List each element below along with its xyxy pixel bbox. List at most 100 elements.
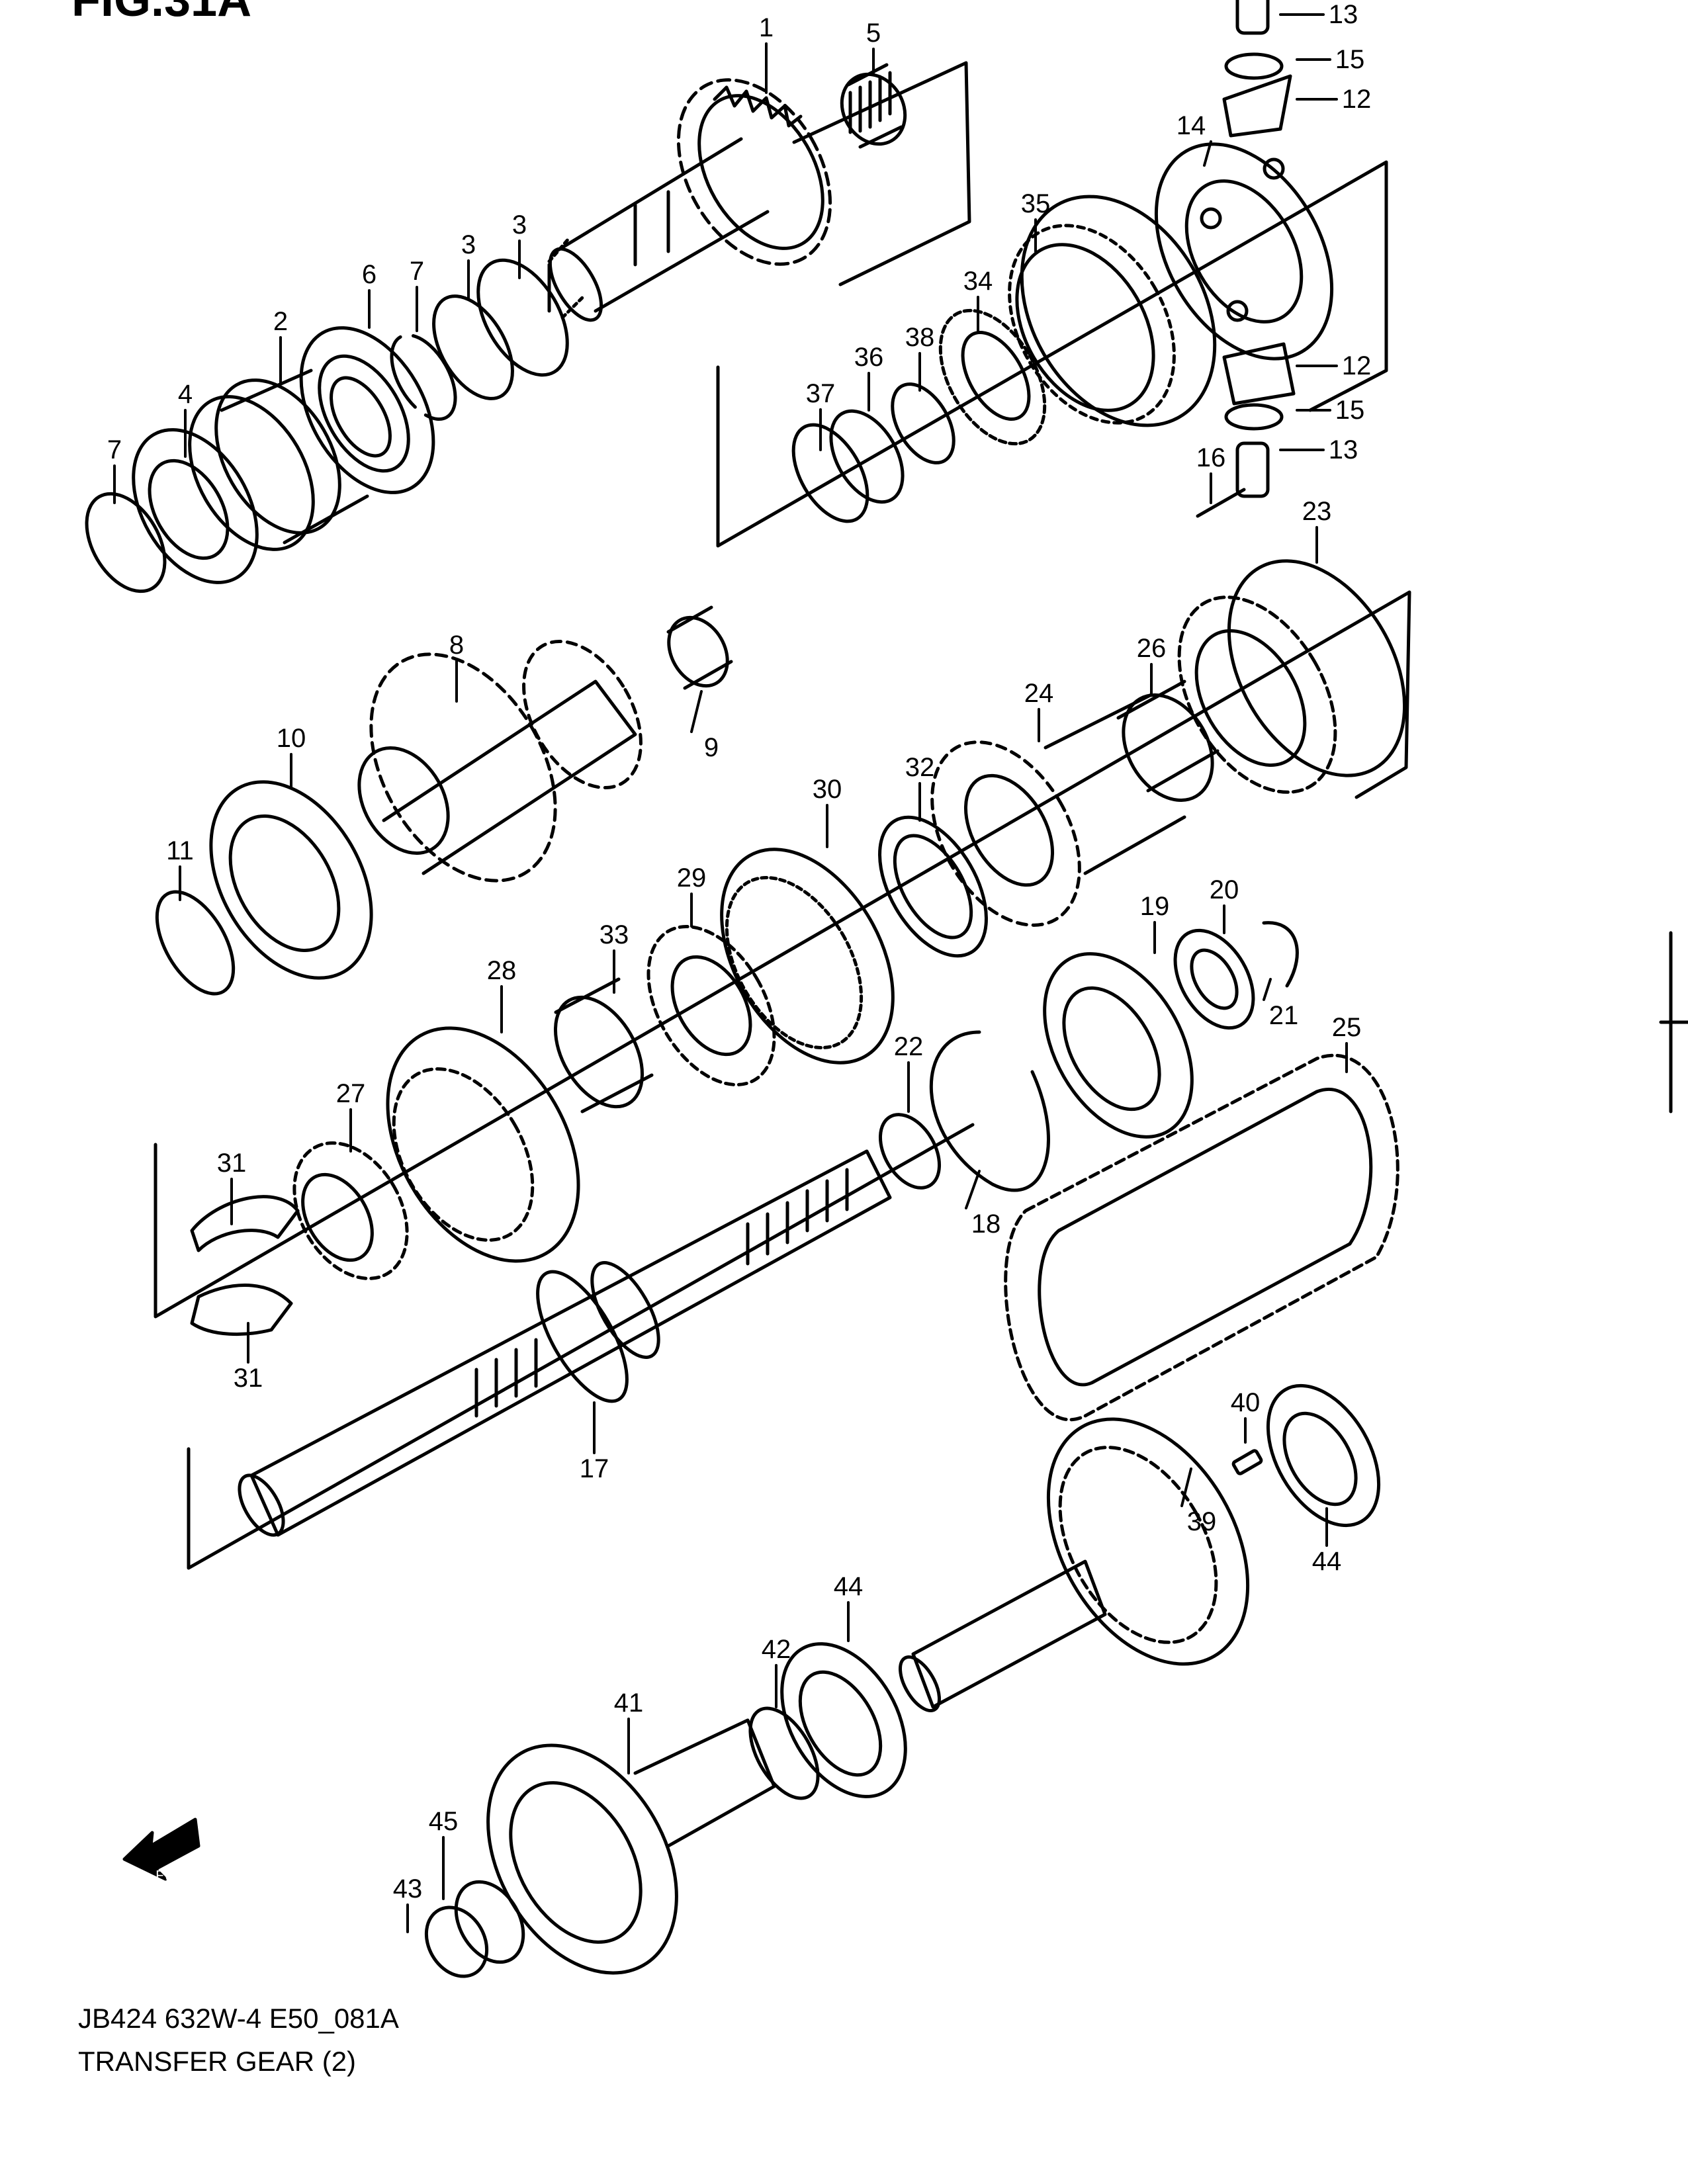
callout-35: 35	[1020, 189, 1051, 218]
part-30-sleeve	[720, 848, 895, 1065]
part-15b-washer	[1224, 403, 1284, 431]
margin-tick	[1659, 931, 1688, 1114]
callout-7: 7	[107, 435, 122, 464]
callout-38: 38	[905, 323, 935, 352]
part-16-pin	[1196, 488, 1246, 518]
callout-45: 45	[428, 1807, 459, 1836]
callout-7: 7	[409, 257, 425, 286]
figure-title: FIG.31A	[71, 0, 252, 26]
part-28-gear	[386, 1026, 580, 1263]
leader-line-14	[1203, 140, 1212, 167]
callout-18: 18	[971, 1209, 1001, 1239]
callout-41: 41	[613, 1688, 644, 1718]
part-3a-snap-ring	[476, 258, 569, 377]
callout-40: 40	[1230, 1388, 1261, 1417]
part-20-bearing	[1173, 928, 1255, 1030]
callout-26: 26	[1136, 634, 1167, 663]
callout-2: 2	[273, 307, 289, 336]
callout-39: 39	[1186, 1507, 1217, 1536]
callout-36: 36	[854, 343, 884, 372]
part-19-bearing	[1043, 952, 1194, 1139]
part-27-synchronizer	[292, 1141, 409, 1280]
callout-12: 12	[1341, 351, 1372, 380]
frame-differential-group	[716, 160, 1388, 548]
part-43-nut	[424, 1905, 489, 1978]
part-22-snap-ring	[878, 1113, 942, 1190]
callout-19: 19	[1139, 892, 1170, 921]
callout-13: 13	[1328, 435, 1358, 464]
frame-output-shaft-group	[187, 1123, 975, 1570]
callout-24: 24	[1024, 679, 1054, 708]
part-4-bearing	[132, 428, 259, 584]
part-7a-snap-ring	[390, 333, 457, 421]
part-36-ring	[829, 409, 905, 504]
callout-17: 17	[579, 1454, 609, 1483]
part-35-ring-gear	[1008, 195, 1217, 427]
part-39-driven-sprocket-shaft	[899, 1417, 1250, 1712]
callout-6: 6	[361, 260, 377, 289]
callout-44: 44	[1311, 1547, 1342, 1576]
part-1-input-shaft	[547, 78, 832, 322]
part-44a-bearing	[1266, 1383, 1381, 1528]
callout-8: 8	[449, 631, 465, 660]
part-31b-bearing-half	[190, 1284, 293, 1336]
part-17-output-shaft	[238, 1149, 892, 1537]
part-32-plate	[878, 815, 988, 958]
callout-30: 30	[812, 775, 842, 804]
part-15a-washer	[1224, 52, 1284, 80]
part-12-pinion-gears	[1222, 74, 1296, 406]
callout-5: 5	[866, 19, 881, 48]
part-33-needle-bearing	[553, 977, 654, 1114]
callout-16: 16	[1196, 443, 1226, 472]
callout-43: 43	[392, 1874, 423, 1903]
fwd-label: FWD	[155, 1868, 186, 1883]
callout-15: 15	[1335, 396, 1365, 425]
part-10-bearing	[209, 780, 373, 980]
leader-line-39	[1180, 1467, 1192, 1507]
callout-33: 33	[599, 920, 629, 949]
part-2-sleeve	[188, 369, 369, 551]
part-13a-pin	[1235, 0, 1270, 35]
callout-13: 13	[1328, 0, 1358, 29]
figure-name: TRANSFER GEAR (2)	[78, 2046, 357, 2077]
callout-20: 20	[1209, 875, 1239, 904]
leader-line-18	[965, 1170, 981, 1209]
callout-11: 11	[166, 836, 194, 865]
part-45-washer	[454, 1880, 525, 1964]
callout-10: 10	[276, 724, 306, 753]
part-29-hub	[646, 925, 776, 1086]
part-37-snap-ring	[791, 423, 869, 523]
part-13b-pin	[1235, 441, 1270, 498]
part-11-snap-ring	[155, 890, 236, 996]
callout-1: 1	[758, 13, 774, 42]
callout-23: 23	[1302, 497, 1332, 526]
part-42-snap-ring	[748, 1706, 820, 1800]
leader-line-9	[690, 690, 703, 733]
part-25-drive-chain	[1004, 1053, 1399, 1422]
fwd-arrow-icon	[122, 1817, 200, 1881]
part-38-ring	[891, 382, 955, 464]
callout-3: 3	[511, 210, 527, 240]
callout-31: 31	[216, 1149, 247, 1178]
part-9-needle-bearing	[666, 605, 733, 690]
callout-28: 28	[486, 956, 517, 985]
part-6-bearing	[299, 326, 435, 494]
part-24-gear-hub	[930, 693, 1186, 927]
part-40-key	[1231, 1449, 1263, 1475]
callout-9: 9	[703, 733, 719, 762]
callout-42: 42	[761, 1635, 791, 1664]
callout-29: 29	[676, 863, 707, 893]
frame-countershaft-group	[154, 590, 1411, 1319]
part-26-needle-bearing	[1116, 679, 1220, 802]
part-31a-bearing-half	[190, 1195, 300, 1252]
callout-44: 44	[833, 1572, 864, 1601]
callout-14: 14	[1176, 111, 1206, 140]
leader-line-21	[1263, 978, 1272, 1001]
callout-15: 15	[1335, 45, 1365, 74]
part-34-hub-gear	[938, 308, 1047, 446]
part-23-gear	[1177, 559, 1407, 794]
part-21-snap-ring	[1262, 921, 1299, 988]
callout-21: 21	[1268, 1001, 1299, 1030]
